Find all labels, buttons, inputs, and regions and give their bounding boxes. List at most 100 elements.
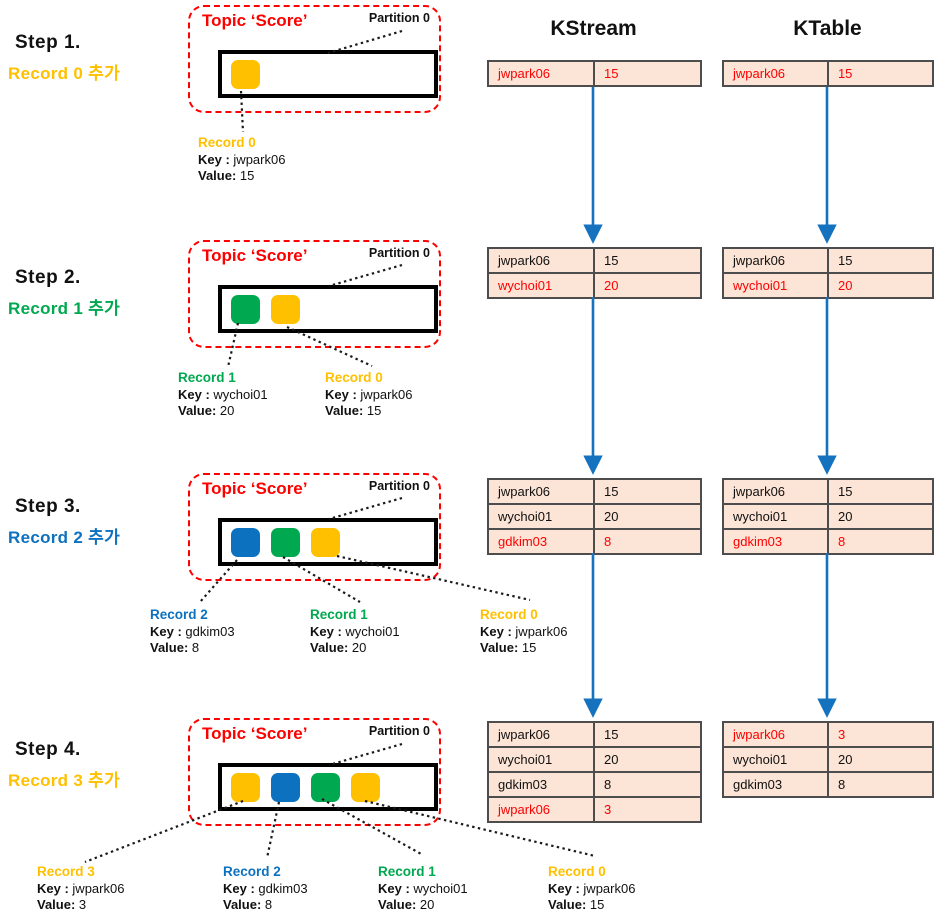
ktable-header: KTable <box>793 17 862 40</box>
record-key: Key : gdkim03 <box>150 624 235 639</box>
step-title: Step 4. <box>15 739 81 760</box>
record-1-annotation: Record 1 Key : wychoi01 Value: 20 <box>378 864 468 913</box>
record-1-square <box>231 294 260 324</box>
record-0-square <box>311 527 340 557</box>
record-value: Value: 15 <box>325 403 382 418</box>
record-name: Record 2 <box>223 864 281 879</box>
step-2-label: Step 2. Record 1 추가 <box>8 267 183 319</box>
record-1-square <box>311 772 340 802</box>
topic-title: Topic ‘Score’ <box>202 11 308 30</box>
record-value: Value: 15 <box>198 168 255 183</box>
partition-label: Partition 0 <box>368 479 430 493</box>
record-value: Value: 15 <box>480 640 537 655</box>
partition-rect <box>218 285 438 333</box>
record-3-annotation: Record 3 Key : jwpark06 Value: 3 <box>37 864 124 913</box>
record-name: Record 1 <box>310 607 368 622</box>
record-key: Key : wychoi01 <box>178 387 268 402</box>
step-subtitle: Record 3 추가 <box>8 771 121 790</box>
record-name: Record 2 <box>150 607 208 622</box>
partition-rect <box>218 763 438 811</box>
step-title: Step 2. <box>15 267 81 288</box>
record-value: Value: 20 <box>378 897 435 912</box>
record-name: Record 1 <box>378 864 436 879</box>
record-0-annotation: Record 0 Key : jwpark06 Value: 15 <box>480 607 567 656</box>
record-value: Value: 15 <box>548 897 605 912</box>
record-key: Key : wychoi01 <box>378 881 468 896</box>
record-1-annotation: Record 1 Key : wychoi01 Value: 20 <box>310 607 400 656</box>
record-name: Record 1 <box>178 370 236 385</box>
record-2-annotation: Record 2 Key : gdkim03 Value: 8 <box>223 864 308 913</box>
kstream-header: KStream <box>550 17 637 40</box>
record-value: Value: 20 <box>178 403 235 418</box>
record-name: Record 0 <box>198 135 256 150</box>
record-key: Key : wychoi01 <box>310 624 400 639</box>
partition-rect <box>218 518 438 566</box>
record-key: Key : jwpark06 <box>480 624 568 639</box>
topic-title: Topic ‘Score’ <box>202 479 308 498</box>
record-key: Key : gdkim03 <box>223 881 308 896</box>
topic-box-step-3: Topic ‘Score’ Partition 0 <box>188 473 441 581</box>
record-value: Value: 8 <box>223 897 273 912</box>
record-0-square <box>351 772 380 802</box>
record-1-square <box>271 527 300 557</box>
record-0-annotation: Record 0 Key : jwpark06 Value: 15 <box>548 864 635 913</box>
step-subtitle: Record 2 추가 <box>8 528 121 547</box>
topic-title: Topic ‘Score’ <box>202 246 308 265</box>
topic-box-step-2: Topic ‘Score’ Partition 0 <box>188 240 441 348</box>
record-name: Record 0 <box>480 607 538 622</box>
record-name: Record 3 <box>37 864 95 879</box>
step-1-label: Step 1. Record 0 추가 <box>8 32 183 84</box>
record-name: Record 0 <box>325 370 383 385</box>
record-0-square <box>231 59 260 89</box>
step-subtitle: Record 1 추가 <box>8 299 121 318</box>
step-3-label: Step 3. Record 2 추가 <box>8 496 183 548</box>
record-2-square <box>271 772 300 802</box>
step-4-label: Step 4. Record 3 추가 <box>8 739 183 791</box>
record-2-square <box>231 527 260 557</box>
record-2-annotation: Record 2 Key : gdkim03 Value: 8 <box>150 607 235 656</box>
record-key: Key : jwpark06 <box>325 387 413 402</box>
step-title: Step 3. <box>15 496 81 517</box>
step-title: Step 1. <box>15 32 81 53</box>
record-3-square <box>231 772 260 802</box>
topic-box-step-4: Topic ‘Score’ Partition 0 <box>188 718 441 826</box>
record-1-annotation: Record 1 Key : wychoi01 Value: 20 <box>178 370 268 419</box>
partition-rect <box>218 50 438 98</box>
record-value: Value: 20 <box>310 640 367 655</box>
record-key: Key : jwpark06 <box>548 881 636 896</box>
topic-title: Topic ‘Score’ <box>202 724 308 743</box>
partition-label: Partition 0 <box>368 11 430 25</box>
topic-box-step-1: Topic ‘Score’ Partition 0 <box>188 5 441 113</box>
record-0-annotation: Record 0 Key : jwpark06 Value: 15 <box>198 135 285 184</box>
record-0-annotation: Record 0 Key : jwpark06 Value: 15 <box>325 370 412 419</box>
step-subtitle: Record 0 추가 <box>8 64 121 83</box>
record-value: Value: 8 <box>150 640 200 655</box>
partition-label: Partition 0 <box>368 246 430 260</box>
record-0-square <box>271 294 300 324</box>
